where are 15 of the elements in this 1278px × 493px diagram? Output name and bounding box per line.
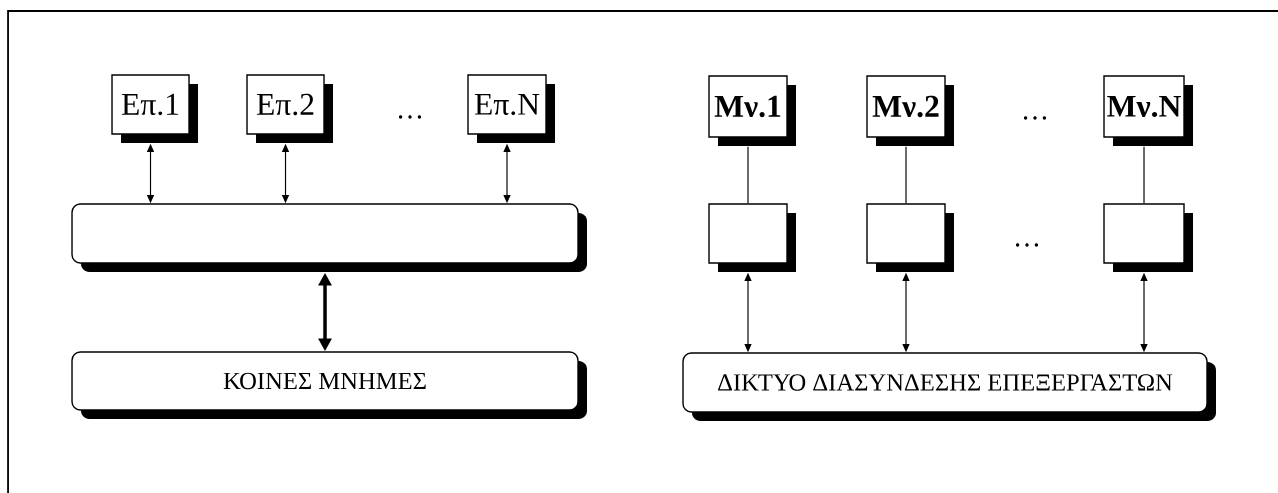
process-box: Επ.2	[246, 74, 333, 143]
ellipsis: …	[1023, 116, 1047, 120]
process-box: Μν.N	[1103, 75, 1193, 146]
process-box	[1103, 203, 1193, 272]
ellipsis: …	[1015, 243, 1039, 247]
process-box: Μν.1	[708, 75, 796, 146]
process-box: Επ.1	[111, 74, 198, 143]
process-box: Μν.2	[866, 75, 954, 146]
rounded-box: ΚΟΙΝΕΣ ΜΝΗΜΕΣ	[71, 351, 587, 419]
rounded-box	[71, 203, 587, 272]
process-box	[866, 203, 954, 272]
process-box: Επ.N	[467, 74, 555, 143]
process-box	[708, 203, 796, 272]
ellipsis: …	[398, 115, 422, 119]
rounded-box: ΔΙΚΤΥΟ ΔΙΑΣΥΝΔΕΣΗΣ ΕΠΕΞΕΡΓΑΣΤΩΝ	[682, 352, 1216, 421]
